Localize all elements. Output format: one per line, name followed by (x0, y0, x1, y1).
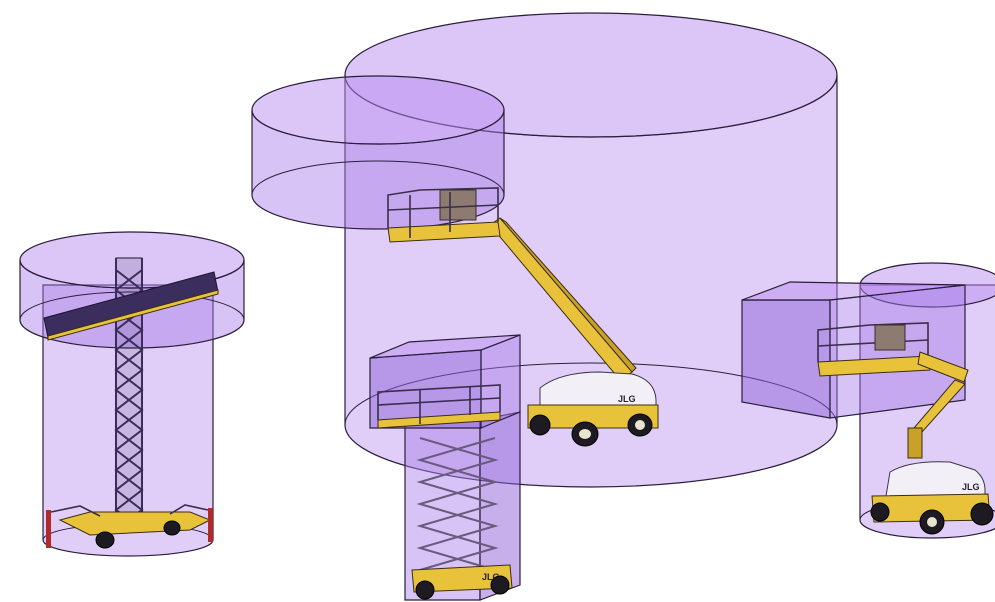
scissor-lift-wheel (415, 580, 435, 600)
articulating-boom-lift[interactable]: JLG (817, 322, 994, 535)
boom-platform-basket (387, 187, 501, 243)
scissor-lift[interactable]: JLG (377, 384, 513, 600)
articulating-boom-swing-box (741, 281, 966, 419)
mast-climbing-platform[interactable] (43, 257, 219, 549)
mast-climber-wheel (95, 531, 115, 549)
boom-lift-wheel (529, 414, 551, 436)
mast-climber-wheel (163, 520, 181, 536)
scissor-lift-wheel (490, 575, 510, 595)
boom-lift-brand-label: JLG (618, 394, 636, 404)
telescopic-boom-lift[interactable]: JLG (387, 187, 659, 447)
scissor-lift-brand-label: JLG (482, 572, 500, 582)
articulating-lift-brand-label: JLG (962, 482, 980, 492)
articulating-lift-wheel (970, 502, 994, 526)
articulating-lift-wheel (870, 502, 890, 522)
